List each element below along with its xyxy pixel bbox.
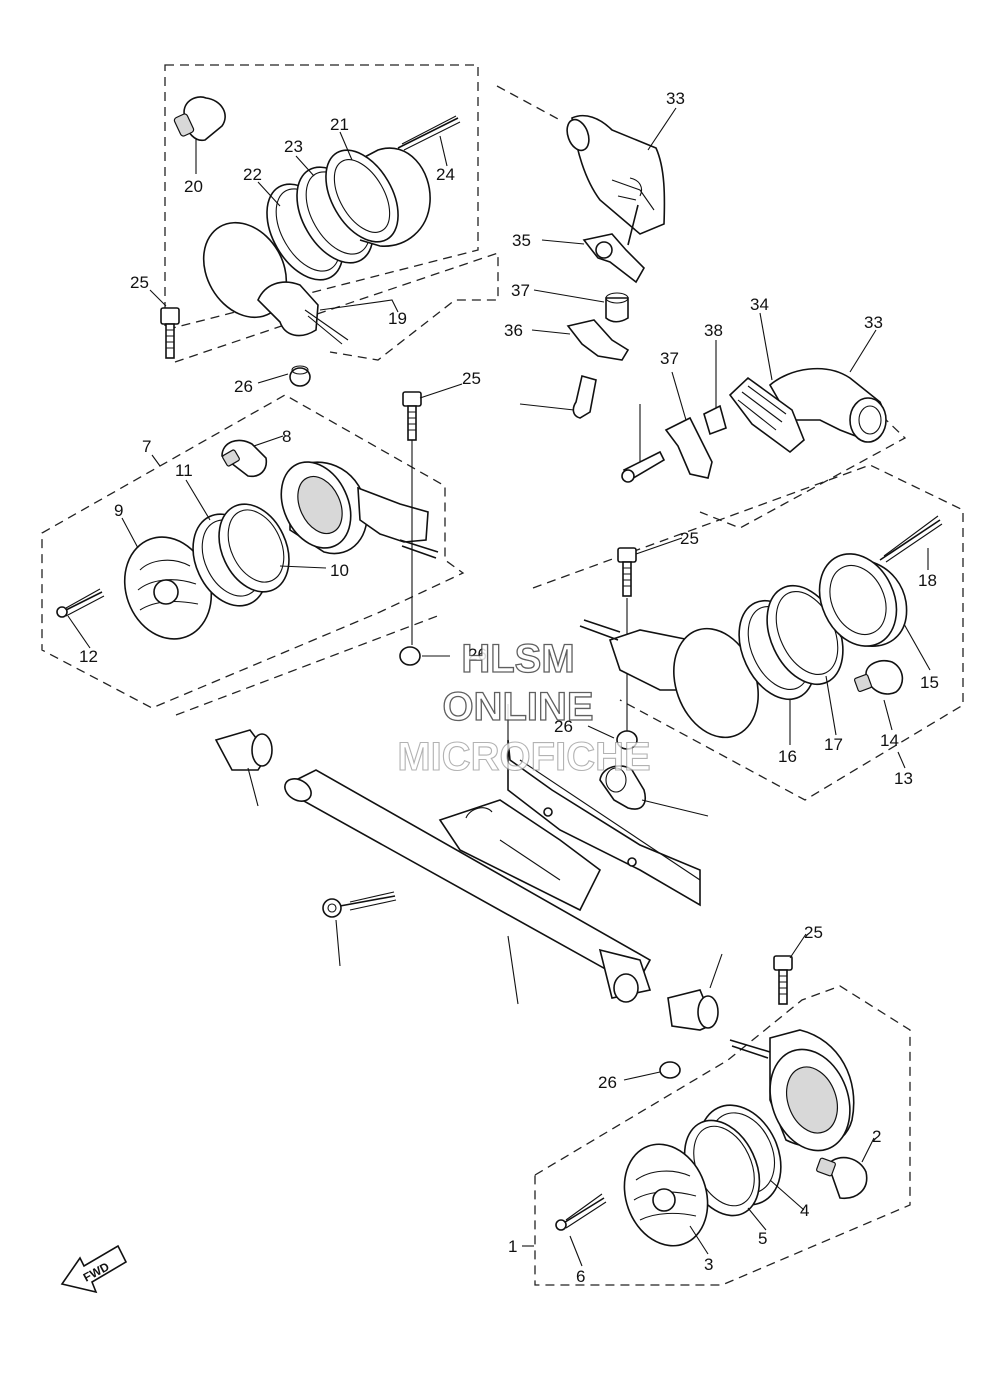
callout-17: 17 — [824, 735, 843, 754]
leader-lines — [67, 107, 931, 1267]
boundary-19 — [164, 64, 479, 331]
boundary-shaft — [175, 614, 441, 716]
plate-31 — [566, 319, 630, 361]
callout-31-right: 37 — [660, 349, 679, 368]
callout-4: 4 — [800, 1201, 809, 1220]
callout-26-center: 26 — [468, 645, 487, 664]
callout-11: 11 — [175, 461, 193, 480]
boundary-top-right — [496, 85, 561, 121]
callout-29: 34 — [750, 295, 769, 314]
housing-stem — [257, 281, 319, 337]
callout-labels: 33 35 37 36 34 33 38 37 21 23 22 24 20 2… — [79, 89, 939, 1286]
plate-31-right — [664, 416, 713, 479]
bolt-25-left — [160, 307, 180, 359]
callout-8: 8 — [282, 427, 291, 446]
callout-23: 23 — [284, 137, 303, 156]
callout-26-right: 26 — [554, 717, 573, 736]
grommet-26-right — [616, 730, 638, 750]
shaft-assembly — [214, 729, 719, 1031]
bulb-8-icon — [221, 439, 268, 478]
callout-15: 15 — [920, 673, 939, 692]
bolt-25-right — [617, 547, 637, 597]
top-left-signal-assembly — [160, 96, 461, 387]
boundary-7 — [41, 394, 465, 709]
screw-6 — [561, 1197, 605, 1225]
callout-30: 35 — [512, 231, 531, 250]
callout-32: 37 — [511, 281, 530, 300]
callout-1: 1 — [508, 1237, 517, 1256]
boundary-19-lower — [174, 252, 499, 363]
callout-9: 9 — [114, 501, 123, 520]
callout-24: 24 — [436, 165, 455, 184]
callout-25-right: 25 — [680, 529, 699, 548]
bottom-signal-assembly — [555, 955, 868, 1247]
callout-6: 6 — [576, 1267, 585, 1286]
boundary-13 — [532, 464, 964, 801]
watermark: HLSM ONLINE MICROFICHE — [397, 636, 651, 779]
callout-28: 33 — [666, 89, 685, 108]
callout-12: 12 — [79, 647, 98, 666]
watermark-line-2: ONLINE — [442, 685, 593, 729]
callout-20: 20 — [184, 177, 203, 196]
bulb-2-icon — [816, 1156, 868, 1199]
callout-25-center: 25 — [462, 369, 481, 388]
bolt-33 — [572, 374, 597, 419]
fwd-direction-arrow: FWD — [60, 1244, 128, 1294]
callout-26-top: 26 — [234, 377, 253, 396]
callout-25-bottom: 25 — [804, 923, 823, 942]
screw-18 — [879, 519, 941, 561]
callout-22: 22 — [243, 165, 262, 184]
ring-10 — [218, 503, 290, 593]
bolt-36 — [339, 895, 396, 907]
callout-32-right: 38 — [704, 321, 723, 340]
grommet-26-center — [399, 646, 421, 666]
callout-18: 18 — [918, 571, 937, 590]
callout-13: 13 — [894, 769, 913, 788]
callout-25-top-left: 25 — [130, 273, 149, 292]
grommet-26-top — [289, 365, 311, 387]
stay-assembly — [566, 114, 887, 483]
callout-27: 33 — [864, 313, 883, 332]
watermark-line-3: MICROFICHE — [397, 735, 650, 779]
left-signal-assembly — [56, 391, 439, 666]
shaft-34 — [295, 769, 652, 988]
bolt-25-bottom — [773, 955, 793, 1005]
callout-19: 19 — [388, 309, 407, 328]
callout-5: 5 — [758, 1229, 767, 1248]
watermark-line-1: HLSM — [461, 637, 574, 681]
callout-3: 3 — [704, 1255, 713, 1274]
bracket-center — [438, 799, 602, 912]
bulb-14-icon — [853, 659, 904, 695]
boundary-1 — [534, 985, 911, 1286]
callout-26-bottom: 26 — [598, 1073, 617, 1092]
clamp-38 — [599, 765, 646, 810]
bulb-20-icon — [173, 96, 226, 142]
stay-28 — [571, 114, 666, 235]
callout-21: 21 — [330, 115, 349, 134]
callout-31: 36 — [504, 321, 523, 340]
collar-32-right — [703, 404, 727, 436]
callout-16: 16 — [778, 747, 797, 766]
bolt-25-center — [402, 391, 422, 441]
callout-7: 7 — [142, 437, 151, 456]
screw-12 — [61, 591, 103, 613]
collar-32 — [605, 297, 629, 323]
callout-14: 14 — [880, 731, 899, 750]
callout-2: 2 — [872, 1127, 881, 1146]
screw-24 — [397, 117, 459, 149]
plate-35 — [507, 739, 701, 907]
bracket-30 — [582, 233, 645, 284]
grommet-26-bottom — [659, 1061, 681, 1079]
right-signal-assembly — [579, 515, 943, 750]
callout-10: 10 — [330, 561, 349, 580]
